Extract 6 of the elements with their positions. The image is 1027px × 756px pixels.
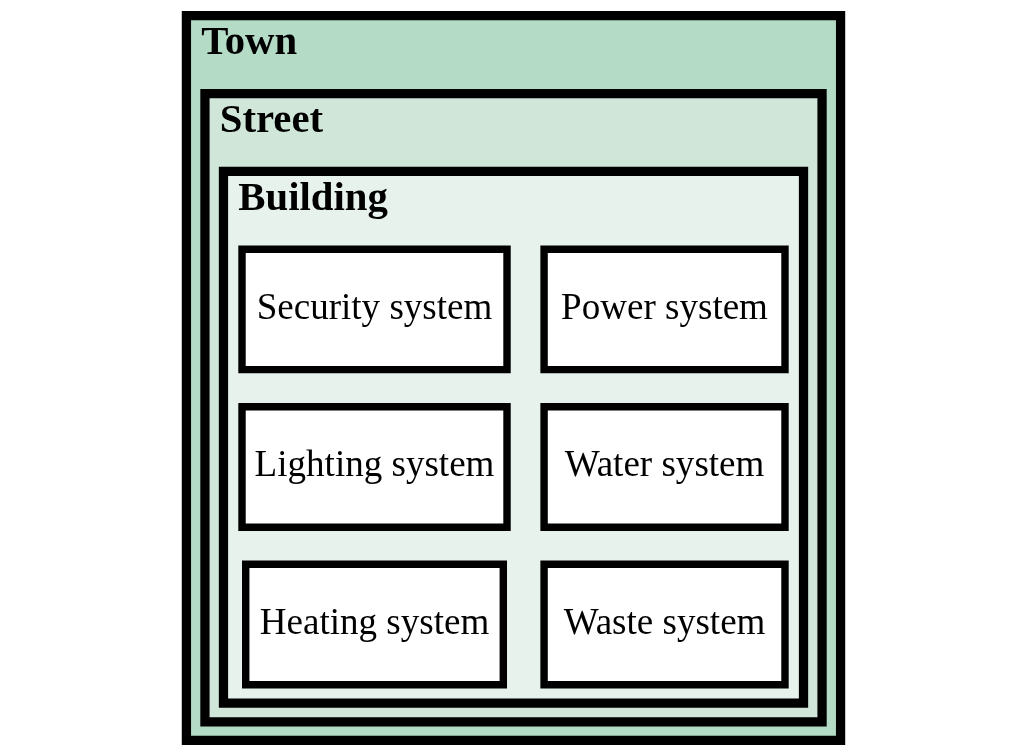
node-box: Waste system xyxy=(540,560,789,689)
node-box: Lighting system xyxy=(238,403,511,531)
node-box: Heating system xyxy=(242,560,507,689)
node-box: Power system xyxy=(540,245,789,374)
node-box: Security system xyxy=(238,245,511,374)
node-box: Water system xyxy=(540,403,789,531)
